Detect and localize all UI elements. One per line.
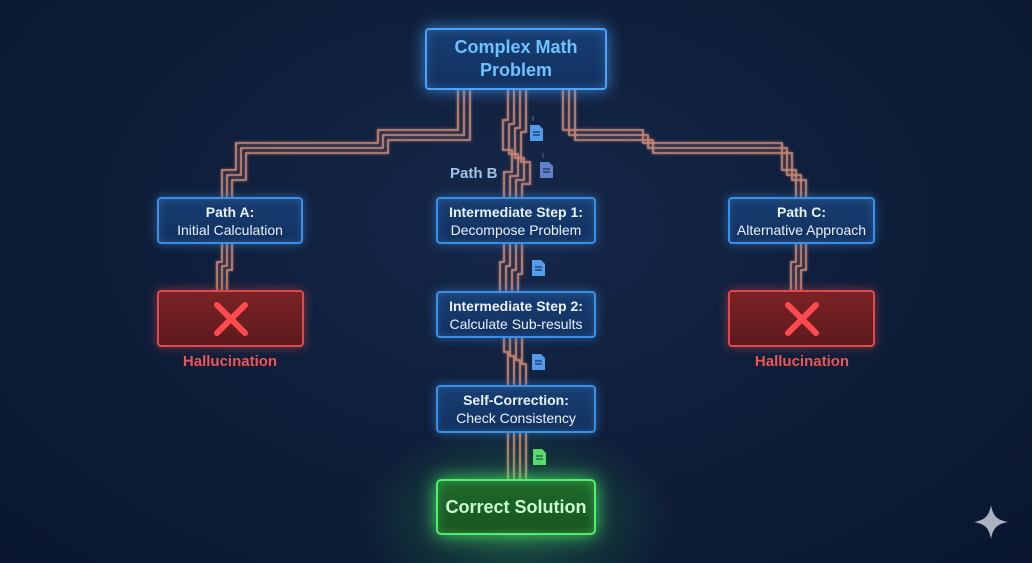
path-b-label: Path B <box>450 165 498 182</box>
document-icon <box>540 153 553 178</box>
problem-title-line1: Complex Math <box>454 37 578 57</box>
path-a-result-label: Hallucination <box>182 353 278 370</box>
step-2-subtitle: Calculate Sub-results <box>449 315 583 332</box>
step-1-subtitle: Decompose Problem <box>450 221 582 238</box>
document-icon <box>533 449 546 465</box>
document-icon <box>532 260 545 276</box>
problem-node: Complex Math Problem <box>425 28 607 90</box>
path-a-node: Path A: Initial Calculation <box>157 197 303 244</box>
sparkle-icon <box>974 505 1008 539</box>
path-c-title: Path C: <box>777 203 826 220</box>
cross-icon <box>784 301 819 336</box>
self-correction-subtitle: Check Consistency <box>456 410 576 426</box>
path-c-node: Path C: Alternative Approach <box>728 197 875 244</box>
document-icon <box>532 354 545 370</box>
cross-icon <box>213 301 248 336</box>
step-1-node: Intermediate Step 1: Decompose Problem <box>436 197 596 244</box>
problem-title-line2: Problem <box>479 60 553 80</box>
path-c-failure-box <box>728 290 875 347</box>
path-c-result-label: Hallucination <box>754 353 850 370</box>
self-correction-node: Self-Correction: Check Consistency <box>436 385 596 433</box>
path-a-subtitle: Initial Calculation <box>177 221 283 238</box>
self-correction-title: Self-Correction: <box>463 392 569 408</box>
step-2-node: Intermediate Step 2: Calculate Sub-resul… <box>436 291 596 338</box>
step-1-title: Intermediate Step 1: <box>449 203 583 220</box>
path-a-title: Path A: <box>205 203 255 220</box>
path-c-subtitle: Alternative Approach <box>736 221 867 238</box>
step-2-title: Intermediate Step 2: <box>449 297 583 314</box>
path-a-failure-box <box>157 290 304 347</box>
document-icon <box>530 116 543 141</box>
correct-solution-node: Correct Solution <box>436 479 596 535</box>
